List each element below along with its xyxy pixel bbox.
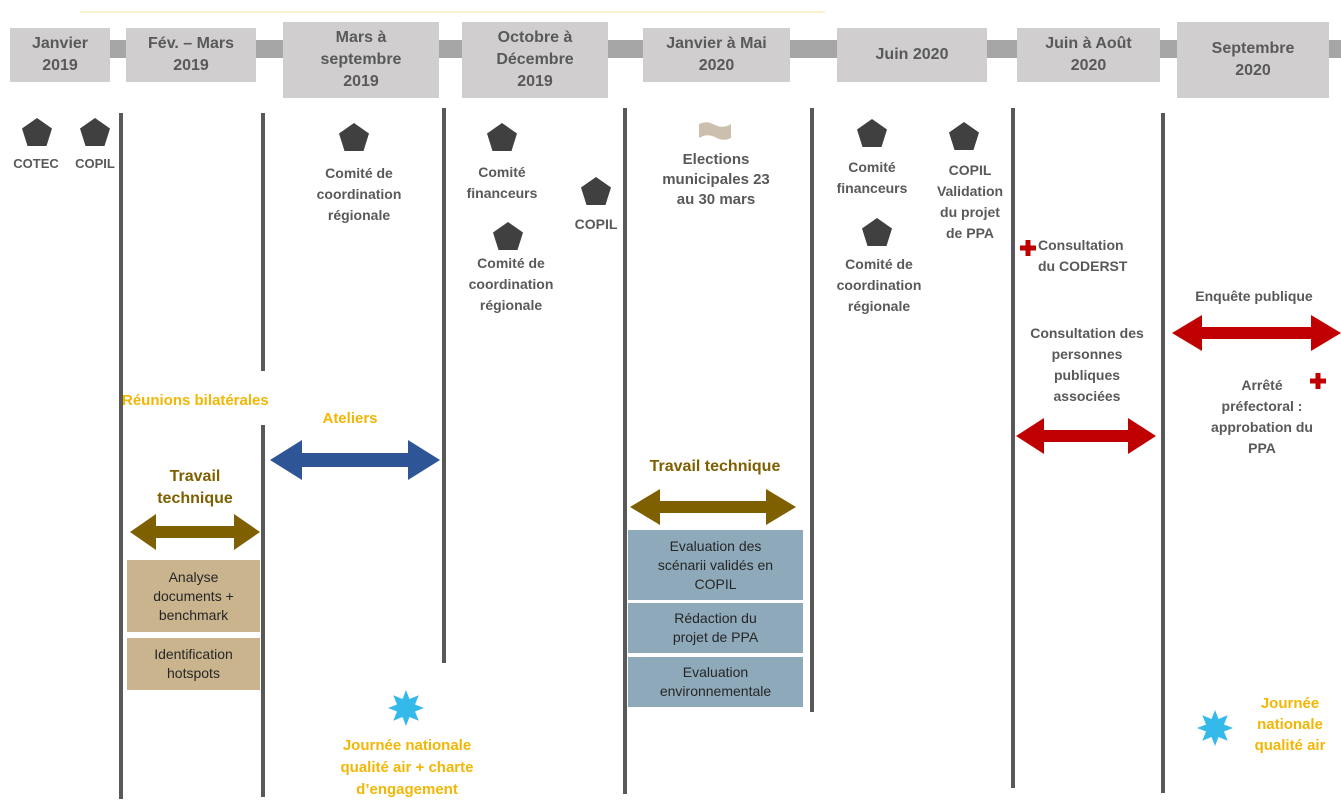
- label-comite-coordination: Comité de coordination régionale: [836, 256, 922, 314]
- pentagon-icon: [949, 122, 979, 150]
- separator-line: [261, 113, 265, 371]
- star-burst-icon: [1197, 710, 1233, 746]
- pentagon-icon: [339, 123, 369, 151]
- brown-double-arrow: [130, 514, 260, 550]
- label-travail-technique: Travail technique: [649, 458, 781, 475]
- cross-icon: [1310, 373, 1326, 389]
- label-copil-validation: COPIL Validation du projet de PPA: [936, 162, 1004, 241]
- star-burst-icon: [388, 690, 424, 726]
- pentagon-icon: [80, 118, 110, 146]
- pentagon-icon: [487, 123, 517, 151]
- label-copil: COPIL: [574, 216, 618, 232]
- label-travail-technique: Travail technique: [157, 468, 233, 507]
- label-journee-nationale: Journée nationale qualité air: [1254, 695, 1326, 754]
- pentagon-icon: [22, 118, 52, 146]
- separator-line: [1161, 113, 1165, 793]
- pentagon-icon: [581, 177, 611, 205]
- separator-line: [119, 113, 123, 799]
- separator-line: [810, 108, 814, 712]
- period-juin-aout-2020: Juin à Août 2020: [1017, 28, 1160, 82]
- pentagon-icon: [493, 222, 523, 250]
- label-arrete-prefectoral: Arrêté préfectoral : approbation du PPA: [1211, 377, 1313, 456]
- period-mars-septembre-2019: Mars à septembre 2019: [283, 22, 439, 98]
- box-redaction-projet: Rédaction du projet de PPA: [628, 603, 803, 653]
- period-octobre-decembre-2019: Octobre à Décembre 2019: [462, 22, 608, 98]
- label-enquete-publique: Enquête publique: [1195, 288, 1313, 304]
- separator-line: [442, 108, 446, 663]
- flag-icon: [699, 122, 731, 140]
- separator-line: [623, 108, 627, 794]
- period-janvier-mai-2020: Janvier à Mai 2020: [643, 28, 790, 82]
- period-juin-2020: Juin 2020: [837, 28, 987, 82]
- label-comite-financeurs: Comité financeurs: [836, 159, 908, 196]
- label-comite-coordination: Comité de coordination régionale: [468, 255, 554, 313]
- period-fev-mars-2019: Fév. – Mars 2019: [126, 28, 256, 82]
- brown-double-arrow: [630, 489, 796, 525]
- pentagon-icon: [862, 218, 892, 246]
- label-cotec: COTEC: [13, 156, 59, 171]
- label-consultation-coderst: Consultation du CODERST: [1038, 237, 1128, 274]
- label-consultation-ppa: Consultation des personnes publiques ass…: [1030, 325, 1144, 404]
- label-comite-coordination: Comité de coordination régionale: [316, 165, 402, 223]
- box-evaluation-scenarii: Evaluation des scénarii validés en COPIL: [628, 530, 803, 600]
- label-ateliers: Ateliers: [322, 410, 378, 427]
- blue-double-arrow: [270, 440, 440, 480]
- box-evaluation-environnementale: Evaluation environnementale: [628, 657, 803, 707]
- period-janvier-2019: Janvier 2019: [10, 28, 110, 82]
- box-analyse-documents: Analyse documents + benchmark: [127, 560, 260, 632]
- box-identification-hotspots: Identification hotspots: [127, 638, 260, 690]
- red-double-arrow: [1016, 418, 1156, 454]
- label-journee-nationale: Journée nationale qualité air + charte d…: [340, 737, 474, 798]
- label-copil: COPIL: [75, 156, 115, 171]
- red-double-arrow: [1172, 315, 1341, 351]
- label-reunions-bilaterales: Réunions bilatérales: [122, 392, 269, 409]
- cross-icon: [1020, 240, 1036, 256]
- separator-line: [261, 425, 265, 797]
- separator-line: [1011, 108, 1015, 788]
- label-elections: Elections municipales 23 au 30 mars: [662, 151, 770, 208]
- label-comite-financeurs: Comité financeurs: [466, 164, 538, 201]
- period-septembre-2020: Septembre 2020: [1177, 22, 1329, 98]
- pentagon-icon: [857, 119, 887, 147]
- header-top-line: [80, 11, 825, 13]
